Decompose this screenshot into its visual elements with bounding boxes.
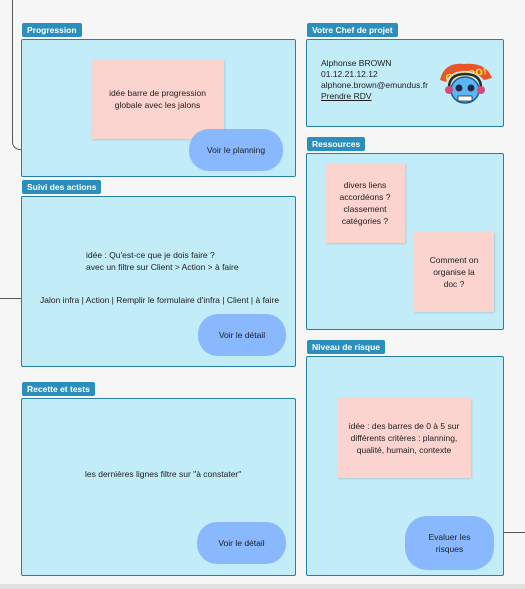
chef-tag: Votre Chef de projet: [307, 23, 398, 37]
progression-sticky-note: idée barre de progression globale avec l…: [91, 59, 224, 139]
chef-info: Alphonse BROWN 01.12.21.12.12 alphone.br…: [321, 58, 428, 102]
chef-avatar: OHNOO!: [434, 58, 496, 110]
ressources-sticky-note-1: divers liens accordéons ? classement cat…: [325, 163, 405, 243]
suivi-tag: Suivi des actions: [22, 180, 102, 194]
ressources-sticky-note-2: Comment on organise la doc ?: [414, 232, 494, 312]
voir-planning-button[interactable]: Voir le planning: [189, 129, 283, 171]
suivi-voir-detail-button[interactable]: Voir le détail: [198, 314, 286, 356]
progression-tag: Progression: [22, 23, 82, 37]
bottom-scrollbar[interactable]: [0, 584, 525, 589]
connector-line-right: [494, 532, 525, 533]
risque-sticky-note: idée : des barres de 0 à 5 sur différent…: [337, 398, 471, 478]
risque-tag: Niveau de risque: [307, 340, 386, 354]
suivi-columns-row: Jalon infra | Action | Remplir le formul…: [40, 295, 280, 305]
suivi-idea-line-1: idée : Qu'est-ce que je dois faire ?: [86, 250, 215, 260]
chef-phone: 01.12.21.12.12: [321, 69, 378, 79]
recette-tag: Recette et tests: [22, 382, 95, 396]
chef-name: Alphonse BROWN: [321, 58, 392, 68]
suivi-idea-line-2: avec un filtre sur Client > Action > à f…: [86, 262, 239, 272]
recette-text: les dernières lignes filtre sur "à const…: [85, 469, 242, 479]
chef-email[interactable]: alphone.brown@emundus.fr: [321, 80, 428, 90]
prendre-rdv-link[interactable]: Prendre RDV: [321, 91, 372, 101]
ressources-tag: Ressources: [307, 137, 366, 151]
evaluer-risques-button[interactable]: Evaluer les risques: [405, 516, 494, 570]
connector-line-left: [0, 298, 22, 299]
recette-voir-detail-button[interactable]: Voir le détail: [197, 522, 286, 564]
